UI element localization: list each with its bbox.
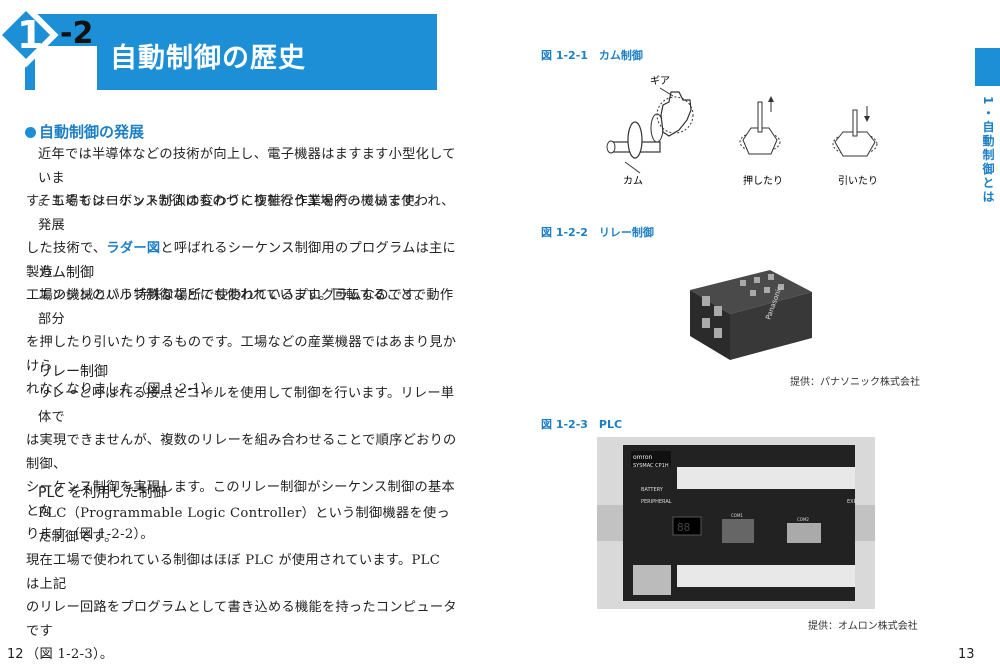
page-number-left: 12 [7,647,24,662]
chapter-number: 1 [17,13,44,57]
exp-label: EXP [847,499,857,505]
plc-unit-photo: omron SYSMAC CP1H BATTERY PERIPHERAL EXP… [597,437,875,609]
plc-brand: omron [633,454,653,461]
relay-paragraph: リレーと呼ばれる接点とコイルを使用して制御を行います。リレー単体で は実現できま… [26,386,457,542]
cam-shaft-illustration [606,87,694,174]
figure-2-caption: 図 1-2-2 リレー制御 [541,226,654,239]
pull-cam-illustration [832,106,878,157]
header-number-box [35,46,97,90]
pull-label: 引いたり [838,175,878,187]
bullet-icon [25,127,36,138]
paragraph-sequence: そもそもシーケンス制御はものづくりを行う工場内の機械で使われ、発展 した技術で、… [26,194,457,303]
paragraph-intro: 近年では半導体などの技術が向上し、電子機器はますます小型化していま す。工場では… [26,147,456,209]
relay-heading: リレー制御 [38,364,108,380]
figure-3-caption: 図 1-2-3 PLC [541,418,623,431]
side-tab-text: 1・自動制御とは [981,96,995,205]
com2-label: COM2 [797,517,809,522]
cam-heading: カム制御 [38,265,94,281]
push-cam-illustration [739,96,781,155]
peripheral-label: PERIPHERAL [641,499,672,505]
figure-3-credit: 提供：オムロン株式会社 [808,621,918,632]
plc-paragraph: PLC（Programmable Logic Controller）という制御機… [26,506,457,662]
gear-label: ギア [650,75,670,87]
plc-heading: PLC を利用した制御 [38,485,167,501]
figure-2-credit: 提供：パナソニック株式会社 [790,377,920,388]
ladder-term: ラダー図 [106,241,161,256]
cam-paragraph: エンジンのバルブ制御などにも使われています。回転することで動作部分 を押したり引… [26,288,457,397]
side-tab [975,48,1000,86]
battery-label: BATTERY [641,487,664,493]
plc-model: SYSMAC CP1H [633,463,669,469]
svg-text:88: 88 [677,521,690,534]
figure-1-caption: 図 1-2-1 カム制御 [541,49,643,62]
cam-label: カム [623,175,643,187]
cam-control-diagram: ギア カム 押したり 引いたり [606,75,878,187]
section-heading: 自動制御の発展 [25,121,144,142]
com1-label: COM1 [731,513,743,518]
push-label: 押したり [743,174,783,187]
section-number: -2 [60,16,94,51]
page-number-right: 13 [958,647,975,662]
relay-socket-photo: Panasonic [690,270,812,360]
page-title: 自動制御の歴史 [110,43,306,74]
